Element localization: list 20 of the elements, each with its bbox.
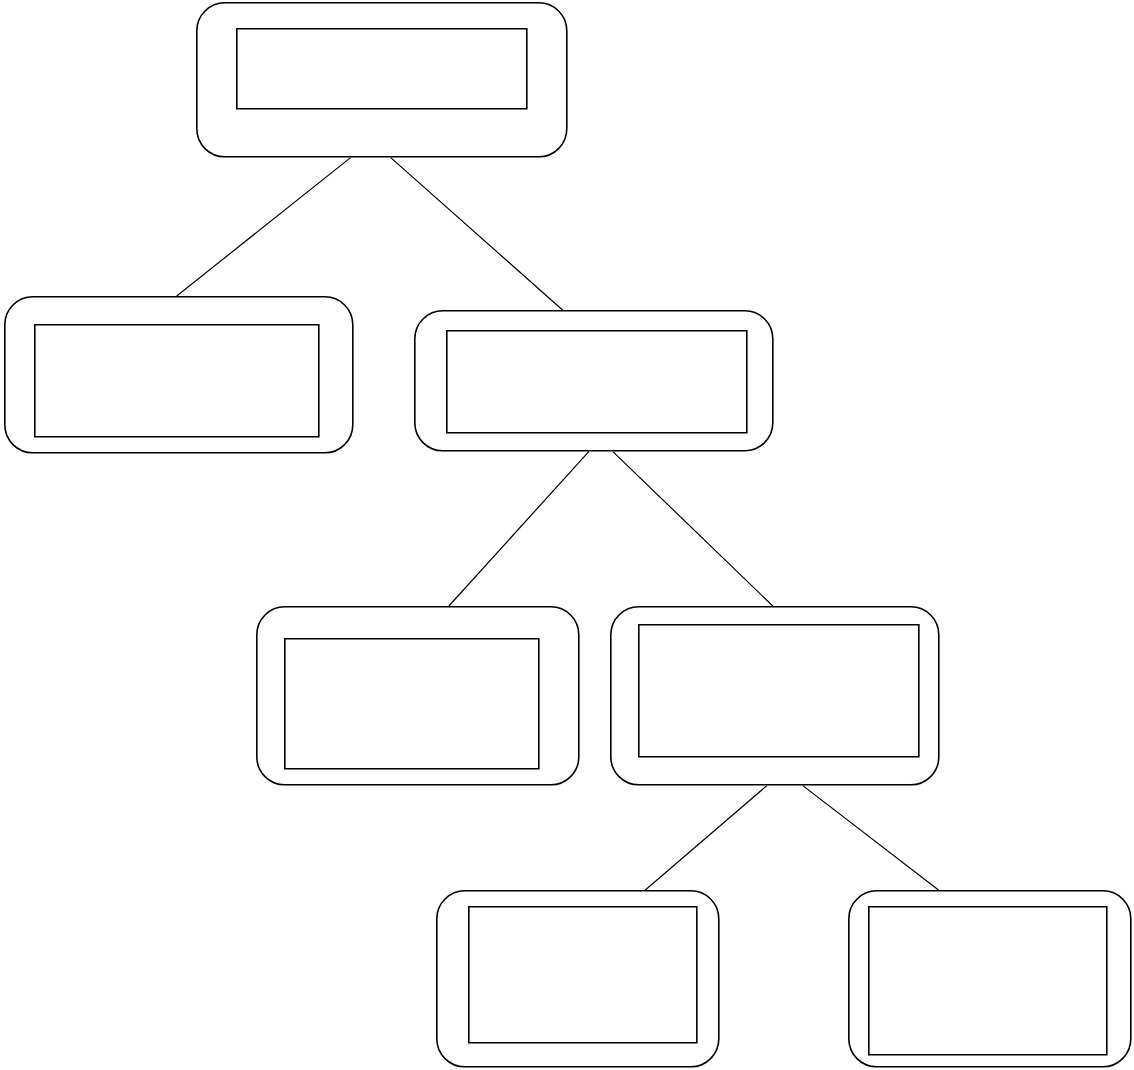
connector-line [612,451,774,607]
rounded-box [610,606,940,786]
rounded-box [256,606,580,786]
connector-line [448,451,590,607]
inner-box [638,624,920,758]
inner-box [284,638,540,770]
connector-line [176,157,352,297]
inner-box [34,324,320,438]
inner-box [468,906,698,1044]
connector-line [802,785,940,891]
connector-line [390,157,564,311]
connector-line [644,785,768,891]
rounded-box [848,890,1132,1068]
inner-box [236,28,528,110]
rounded-box [196,2,568,158]
inner-box [446,330,748,434]
rounded-box [436,890,720,1068]
inner-box [868,906,1108,1056]
rounded-box [4,296,354,454]
rounded-box [414,310,774,452]
